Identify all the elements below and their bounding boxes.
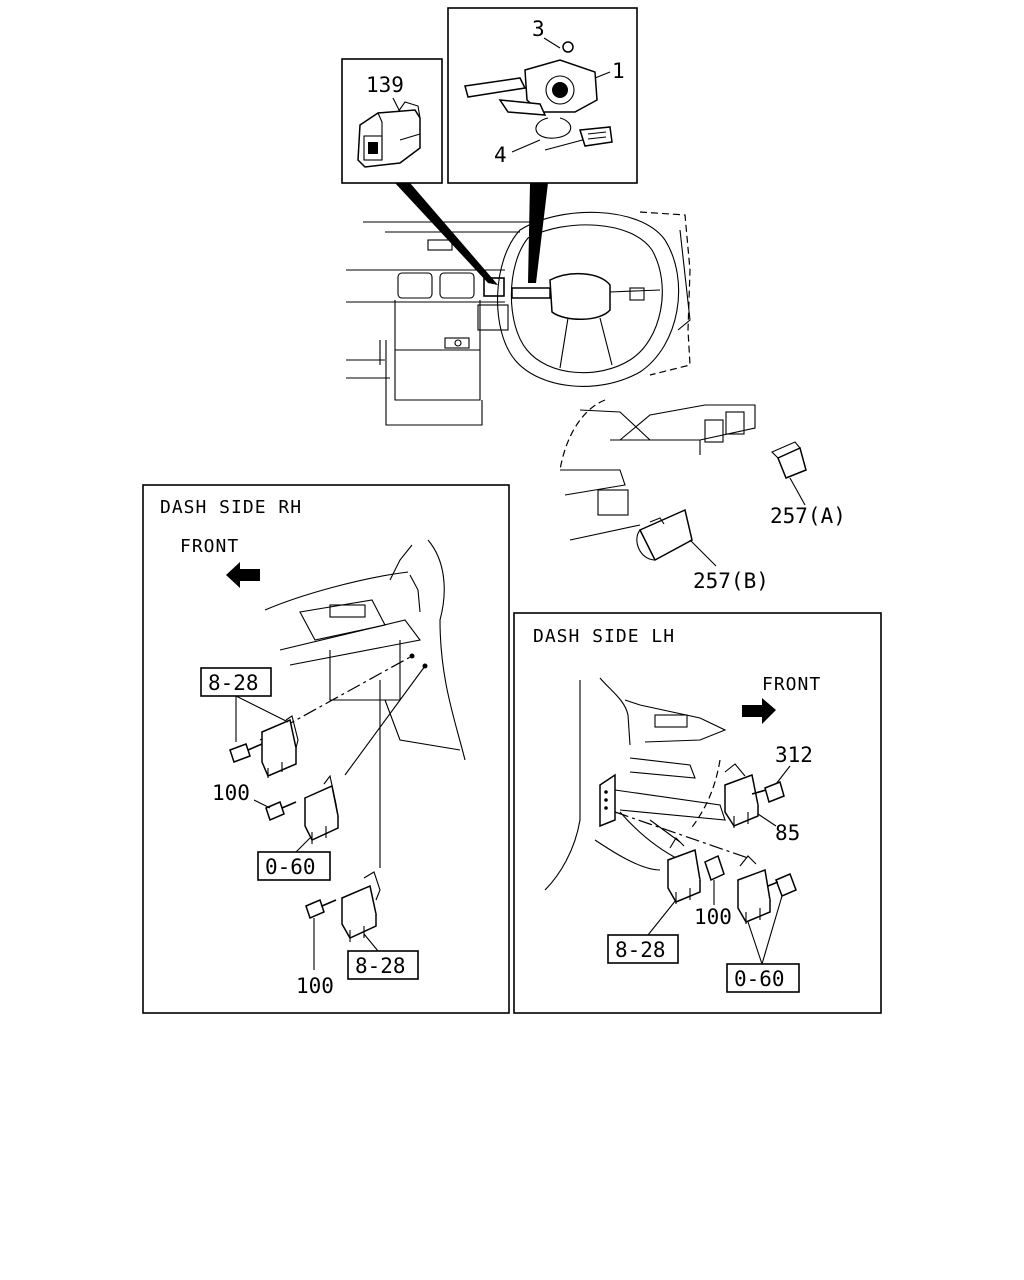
lh-label-85: 85: [775, 821, 800, 845]
rh-relay-top: [261, 715, 299, 778]
rh-bolt-bottom-icon: [305, 898, 337, 920]
rh-relay-bottom: [341, 871, 381, 942]
lh-front-arrow-icon: [742, 698, 776, 724]
lh-bolt-312-icon: [751, 780, 785, 804]
leader-139: [395, 183, 498, 285]
rh-box-828-bottom: 8-28: [355, 954, 406, 978]
rh-label-100-bottom: 100: [296, 974, 334, 998]
lh-box-828-frame: [607, 934, 679, 964]
combination-switch-icon: [464, 41, 613, 151]
lh-label-312: 312: [775, 743, 813, 767]
cover-257b-icon: [636, 508, 693, 562]
rh-front-label: FRONT: [180, 536, 239, 557]
lh-bolt-060-icon: [767, 873, 797, 897]
callout-257b: 257(B): [693, 569, 769, 593]
lh-panel-title: DASH SIDE LH: [533, 626, 675, 647]
cover-257-detail: 257(B) 257(A) 257(B): [559, 399, 846, 593]
lh-box-060-frame: [726, 963, 800, 993]
dash-side-rh-panel: DASH SIDE RH FRONT: [142, 484, 510, 1014]
switch-139-icon: [357, 101, 421, 168]
lh-box-828: 8-28: [615, 938, 666, 962]
rh-box-060-frame: [257, 851, 331, 881]
rh-box-060: 0-60: [265, 855, 316, 879]
lh-relay-85: [724, 763, 759, 828]
cover-257a-icon: [771, 441, 807, 479]
lh-box-060: 0-60: [734, 967, 785, 991]
rh-relay-mid: [304, 774, 339, 844]
rh-bolt-top-icon: [229, 743, 263, 763]
rh-label-100-mid: 100: [212, 781, 250, 805]
lh-bolt-100-icon: [704, 854, 725, 882]
dashboard-overview: [346, 211, 691, 426]
switch-139-detail: 139: [341, 58, 443, 184]
callout-257a-text: 257(A): [770, 504, 846, 528]
callout-1: 1: [612, 59, 625, 83]
rh-bolt-mid-icon: [265, 800, 297, 822]
lh-relay-828: [667, 837, 701, 904]
lh-relay-060: [737, 855, 771, 924]
callout-3: 3: [532, 17, 545, 41]
rh-box-828-bottom-frame: [347, 950, 419, 980]
rh-panel-title: DASH SIDE RH: [160, 497, 302, 518]
lh-front-label: FRONT: [762, 674, 821, 695]
rh-box-828-top: 8-28: [208, 671, 259, 695]
rh-front-arrow-icon: [226, 562, 260, 588]
lh-label-100: 100: [694, 905, 732, 929]
dash-side-lh-panel: DASH SIDE LH FRONT: [513, 612, 882, 1014]
callout-139: 139: [366, 73, 404, 97]
combination-switch-detail: 3 1 4: [447, 7, 638, 184]
callout-4: 4: [494, 143, 507, 167]
